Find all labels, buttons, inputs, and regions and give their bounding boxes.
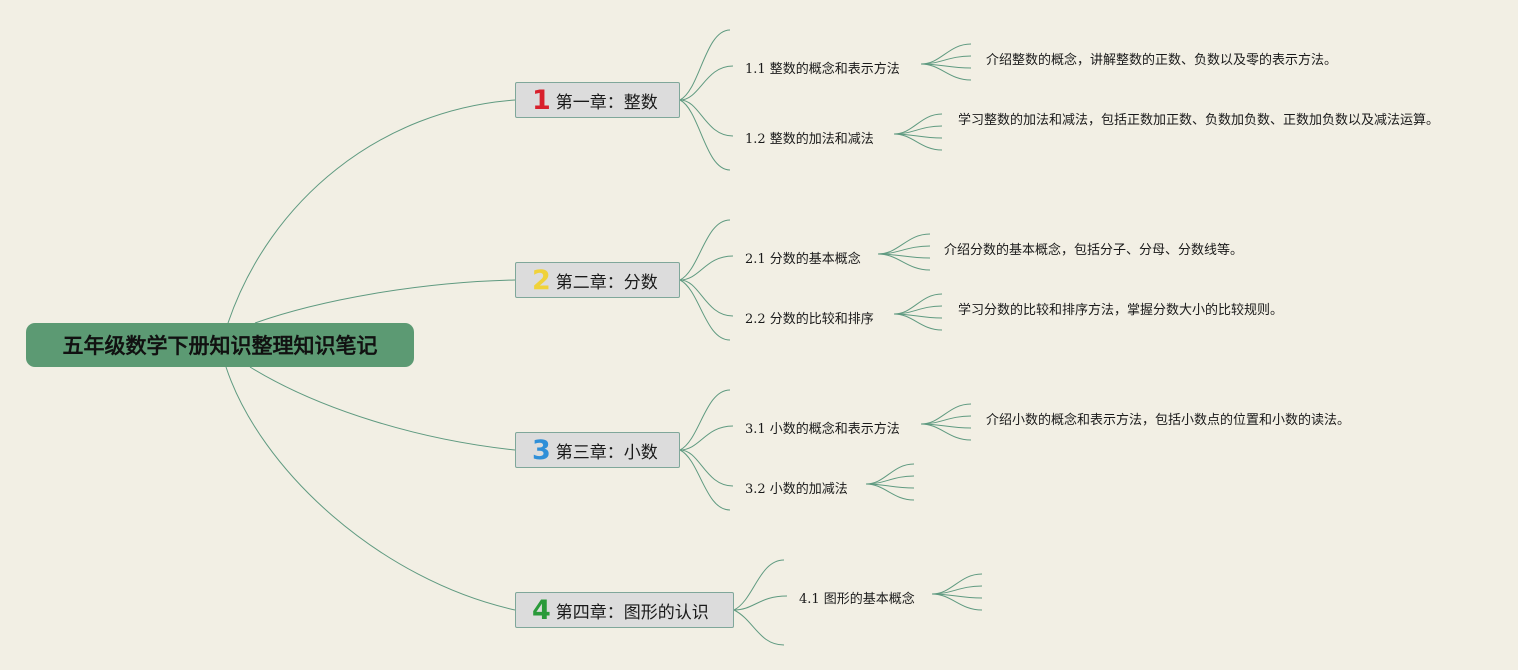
chapter-number-4: 4 [532,594,551,626]
ch4-stub-top [733,559,785,611]
ch3-stub-bot [679,449,731,511]
topic-1-1-desc: 介绍整数的概念，讲解整数的正数、负数以及零的表示方法。 [986,53,1338,68]
topic-3-1-desc: 介绍小数的概念和表示方法，包括小数点的位置和小数的读法。 [986,413,1351,428]
fan-3-2-0 [865,463,915,485]
fan-1-2-3 [893,133,943,151]
topic-2-2[interactable]: 2.2 分数的比较和排序 [745,312,874,327]
fan-1-1-3 [920,63,972,81]
topic-2-2-desc: 学习分数的比较和排序方法，掌握分数大小的比较规则。 [958,303,1284,318]
chapter-number-2: 2 [532,264,551,296]
fan-3-2-3 [865,483,915,501]
link-root-ch2 [254,279,516,324]
chapter-label-4: 第四章：图形的认识 [555,602,709,623]
ch1-link-sub-0 [679,65,734,101]
root-node[interactable]: 五年级数学下册知识整理知识笔记 [26,323,414,367]
fan-2-2-0 [893,293,943,315]
ch2-stub-bot [679,279,731,341]
link-root-ch1 [227,99,516,324]
fan-2-1-0 [877,233,931,255]
chapter-node-1[interactable]: 1 第一章：整数 [515,82,680,118]
chapter-label-2: 第二章：分数 [555,272,658,293]
chapter-node-4[interactable]: 4 第四章：图形的认识 [515,592,734,628]
chapter-label-3: 第三章：小数 [555,442,658,463]
chapter-number-3: 3 [532,434,551,466]
ch2-link-sub-1 [679,279,734,317]
fan-3-1-3 [920,423,972,441]
chapter-node-3[interactable]: 3 第三章：小数 [515,432,680,468]
fan-2-2-3 [893,313,943,331]
ch3-stub-top [679,389,731,451]
fan-2-1-3 [877,253,931,271]
fan-1-1-0 [920,43,972,65]
topic-4-1[interactable]: 4.1 图形的基本概念 [799,592,915,607]
ch3-link-sub-1 [679,449,734,487]
ch1-stub-top [679,29,731,101]
ch1-stub-bot [679,99,731,171]
ch1-link-sub-1 [679,99,734,137]
fan-3-1-0 [920,403,972,425]
link-root-ch3 [249,366,516,451]
ch4-stub-bot [733,609,785,646]
link-root-ch4 [225,366,516,611]
topic-1-2-desc: 学习整数的加法和减法，包括正数加正数、负数加负数、正数加负数以及减法运算。 [958,113,1440,128]
ch2-link-sub-0 [679,255,734,281]
fan-4-1-0 [931,573,983,595]
ch3-link-sub-0 [679,425,734,451]
topic-1-1[interactable]: 1.1 整数的概念和表示方法 [745,62,900,77]
topic-1-2[interactable]: 1.2 整数的加法和减法 [745,132,874,147]
ch4-link-sub-0 [733,595,788,611]
fan-4-1-3 [931,593,983,611]
chapter-label-1: 第一章：整数 [555,92,658,113]
chapter-node-2[interactable]: 2 第二章：分数 [515,262,680,298]
topic-2-1-desc: 介绍分数的基本概念，包括分子、分母、分数线等。 [944,243,1244,258]
topic-3-1[interactable]: 3.1 小数的概念和表示方法 [745,422,900,437]
root-title: 五年级数学下册知识整理知识笔记 [62,334,378,358]
topic-3-2[interactable]: 3.2 小数的加减法 [745,482,848,497]
topic-2-1[interactable]: 2.1 分数的基本概念 [745,252,861,267]
fan-1-2-0 [893,113,943,135]
ch2-stub-top [679,219,731,281]
chapter-number-1: 1 [532,84,551,116]
